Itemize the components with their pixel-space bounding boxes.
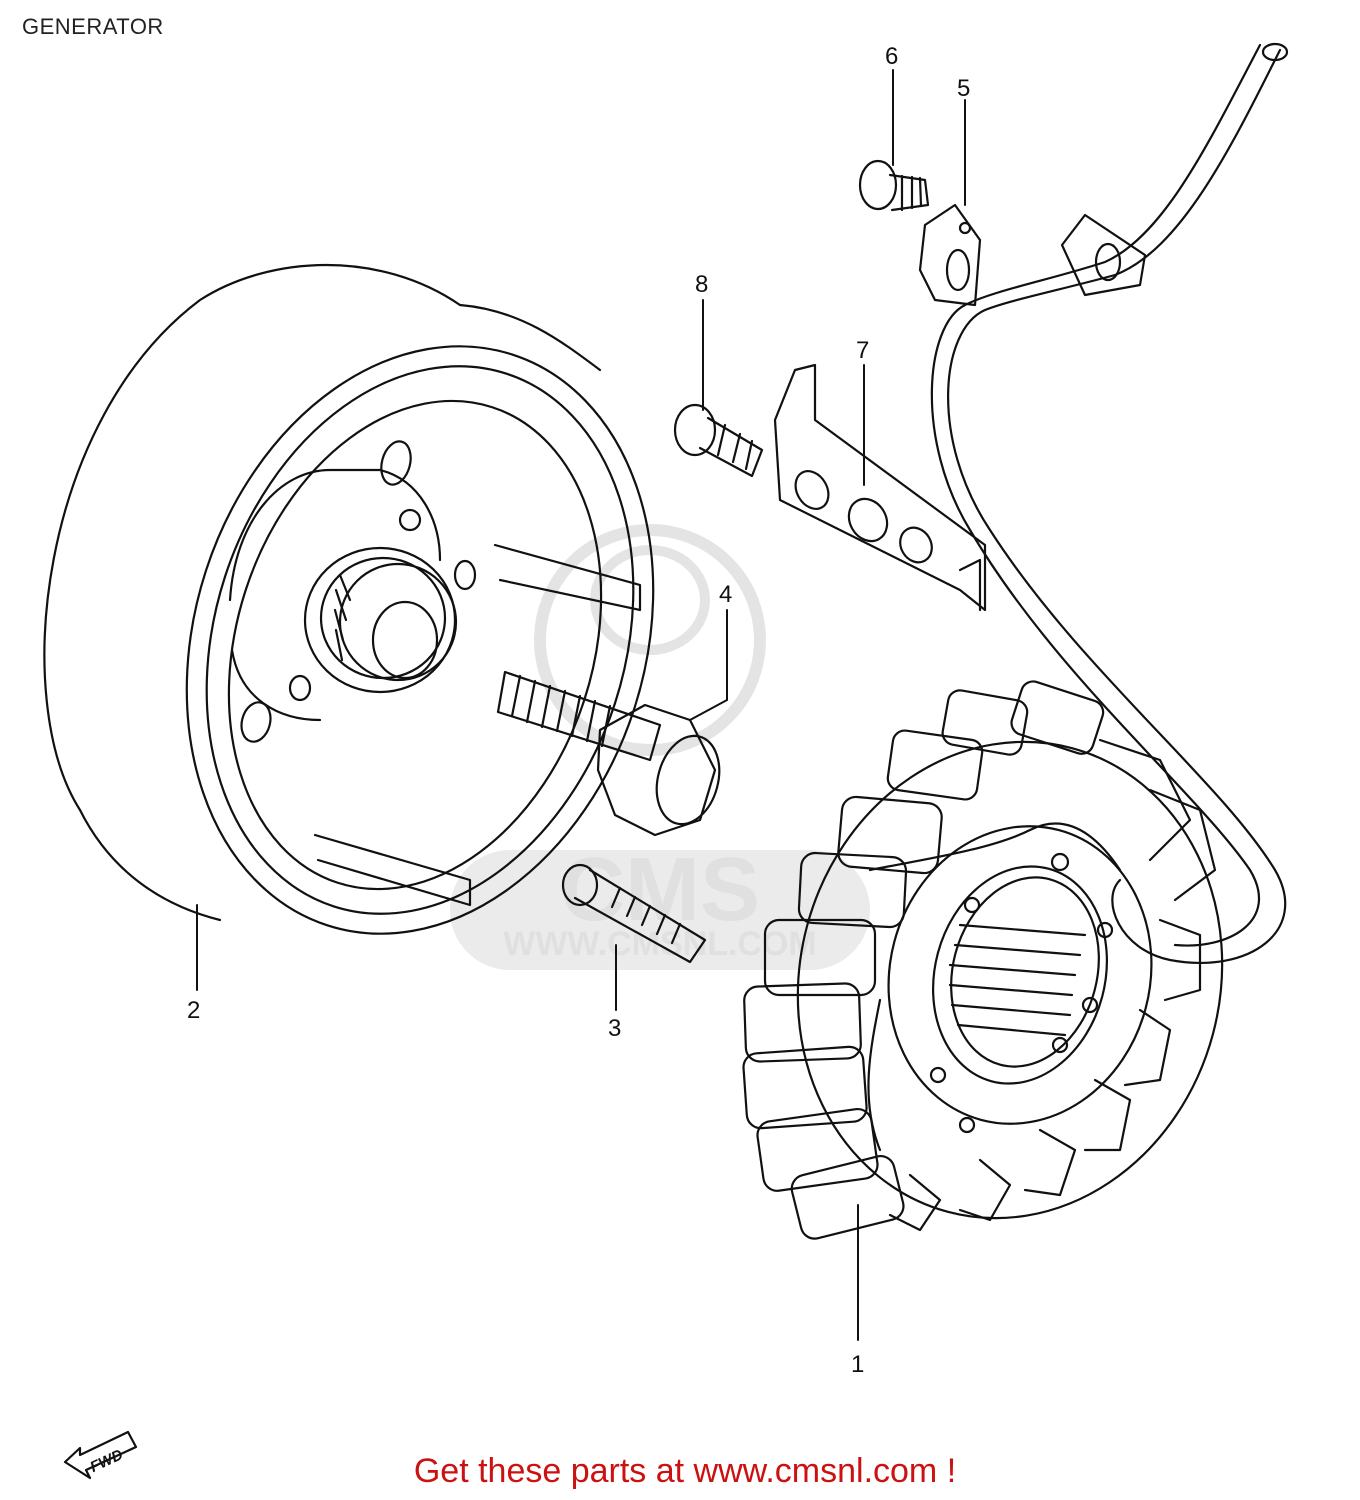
callout-3: 3 (608, 1015, 621, 1042)
watermark: CMS WWW.CMSNL.COM (450, 524, 870, 970)
plate-part (773, 363, 987, 612)
footer-link-text[interactable]: Get these parts at www.cmsnl.com ! (413, 1452, 957, 1490)
footer-link[interactable]: Get these parts at www.cmsnl.com ! (0, 1452, 1360, 1491)
watermark-url: WWW.CMSNL.COM (503, 925, 817, 963)
watermark-brand: CMS (560, 840, 760, 940)
callout-7: 7 (856, 337, 869, 364)
stator-part (742, 680, 1224, 1240)
page-title: GENERATOR (22, 14, 164, 39)
leader-lines (196, 69, 966, 1341)
callout-2: 2 (187, 997, 200, 1024)
callout-1: 1 (851, 1351, 864, 1378)
fwd-arrow-icon (63, 1430, 138, 1480)
wire-harness (930, 42, 1289, 964)
callout-labels: 1 2 3 4 5 6 7 8 (187, 43, 970, 1378)
screw-part-6 (858, 159, 930, 212)
clamp-part (918, 203, 982, 307)
rotor-bolt-part (496, 670, 721, 837)
callout-6: 6 (885, 43, 898, 70)
callout-5: 5 (957, 75, 970, 102)
screw-part-8 (673, 403, 764, 478)
callout-4: 4 (719, 581, 732, 608)
bolt-part (561, 863, 707, 964)
callout-8: 8 (695, 271, 708, 298)
